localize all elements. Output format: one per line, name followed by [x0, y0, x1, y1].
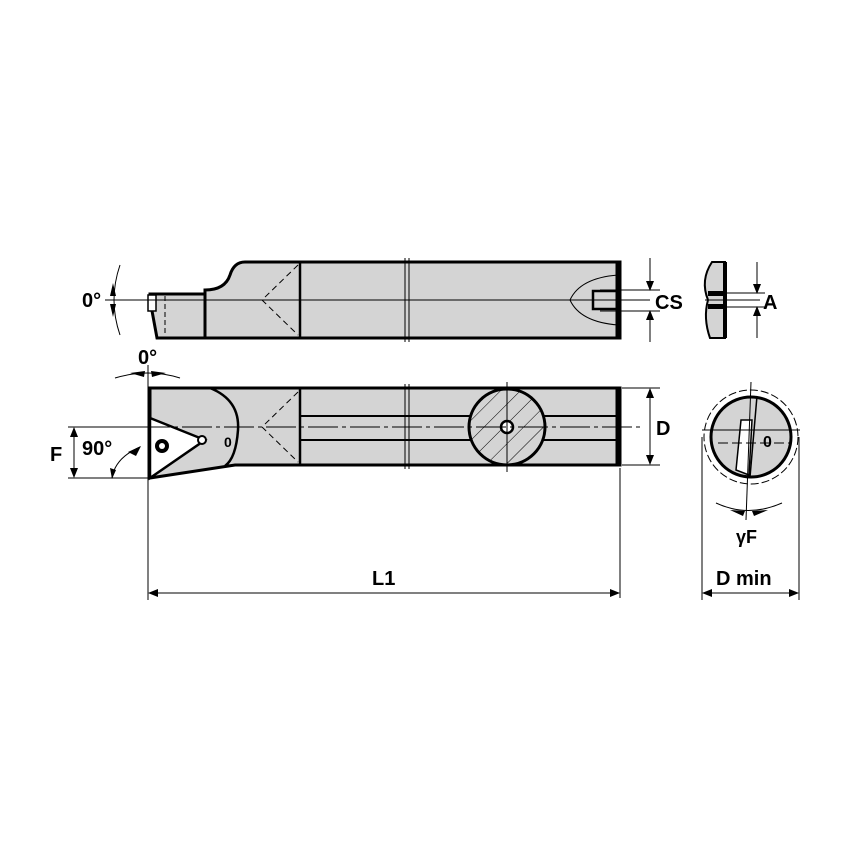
gamma-f-label: γF	[736, 527, 757, 547]
top-angle-label: 0°	[82, 290, 101, 312]
end-view: 0 γF D min	[701, 381, 800, 600]
a-label: A	[763, 292, 777, 314]
cs-dimension: CS	[600, 258, 683, 342]
front-view: 0	[140, 382, 640, 481]
side-angle-label: 0°	[138, 347, 157, 369]
insert-mark: 0	[224, 434, 232, 450]
d-dimension: D	[622, 387, 670, 466]
d-label: D	[656, 418, 670, 440]
l1-dimension: L1	[148, 468, 621, 598]
f-label: F	[50, 444, 62, 466]
side-angle-dimension: 0°	[114, 347, 181, 600]
top-view: 0°	[82, 258, 650, 342]
l1-label: L1	[372, 568, 395, 590]
approach-angle-label: 90°	[82, 438, 112, 460]
cs-label: CS	[655, 292, 683, 314]
d-min-label: D min	[716, 568, 772, 590]
end-section-view: A	[703, 261, 777, 339]
f-dimension: F 90°	[50, 426, 150, 479]
